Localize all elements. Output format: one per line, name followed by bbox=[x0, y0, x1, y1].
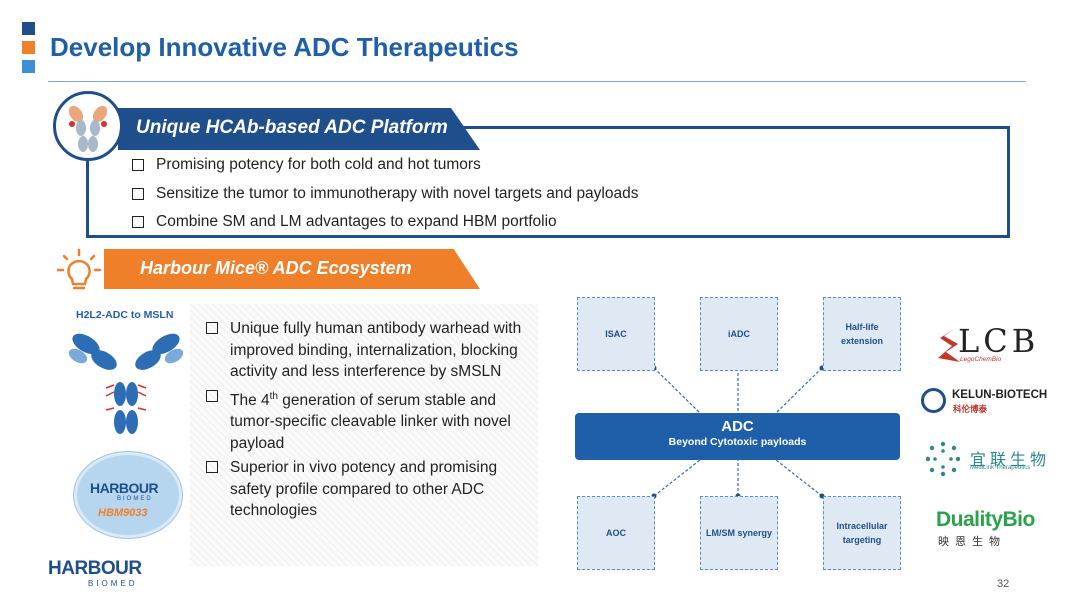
kelun-logo-mark bbox=[921, 388, 946, 413]
checkbox-icon bbox=[206, 322, 218, 334]
header-square-blue bbox=[22, 60, 35, 73]
checkbox-icon bbox=[132, 216, 144, 228]
ecosystem-heading: Harbour Mice® ADC Ecosystem bbox=[140, 258, 412, 278]
diagram-box-isac: ISAC bbox=[577, 297, 655, 371]
platform-heading: Unique HCAb-based ADC Platform bbox=[136, 117, 448, 138]
checkbox-icon bbox=[206, 389, 218, 402]
diagram-box-iadc: iADC bbox=[700, 297, 778, 371]
medilink-logo-mark bbox=[925, 441, 961, 477]
harbour-biomed-logo: HARBOUR bbox=[48, 558, 142, 579]
medilink-logo-cn: 宜联生物 bbox=[970, 452, 1051, 469]
list-item: The 4th generation of serum stable and t… bbox=[206, 386, 536, 455]
diagram-box-aoc: AOC bbox=[577, 496, 655, 570]
hcab-antibody-icon bbox=[53, 91, 123, 161]
diagram-box-intracellular: Intracellular targeting bbox=[823, 496, 901, 570]
list-item: Sensitize the tumor to immunotherapy wit… bbox=[132, 183, 638, 212]
header-square-navy bbox=[22, 22, 35, 35]
list-item: Combine SM and LM advantages to expand H… bbox=[132, 211, 638, 240]
legochem-logo-mark bbox=[938, 328, 960, 362]
platform-banner bbox=[118, 108, 480, 150]
lightbulb-icon bbox=[56, 248, 102, 294]
badge-logo-subtext: BIOMED bbox=[117, 496, 153, 502]
page-number: 32 bbox=[997, 578, 1010, 590]
badge-logo-text: HARBOUR bbox=[90, 480, 159, 496]
list-item: Promising potency for both cold and hot … bbox=[132, 154, 638, 183]
medilink-logo-en: MediLink Therapeutics bbox=[970, 465, 1031, 471]
list-item: Superior in vivo potency and promising s… bbox=[206, 457, 536, 522]
platform-list: Promising potency for both cold and hot … bbox=[132, 154, 638, 240]
antibody-label: H2L2-ADC to MSLN bbox=[76, 309, 174, 321]
list-item: Unique fully human antibody warhead with… bbox=[206, 318, 536, 383]
badge-code: HBM9033 bbox=[98, 507, 148, 519]
adc-center-subtitle: Beyond Cytotoxic payloads bbox=[668, 436, 807, 448]
legochem-logo: LCB bbox=[958, 322, 1040, 360]
title-divider bbox=[48, 81, 1026, 82]
page-title: Develop Innovative ADC Therapeutics bbox=[50, 32, 519, 62]
diagram-box-lm-sm: LM/SM synergy bbox=[700, 496, 778, 570]
diagram-box-half-life: Half-life extension bbox=[823, 297, 901, 371]
h2l2-antibody-icon bbox=[66, 330, 186, 442]
hbm9033-badge bbox=[74, 452, 182, 538]
kelun-logo: KELUN-BIOTECH bbox=[952, 389, 1048, 401]
kelun-logo-cn: 科伦博泰 bbox=[953, 404, 988, 414]
dualitybio-logo-cn: 映恩生物 bbox=[938, 536, 1006, 548]
legochem-logo-sub: LegoChemBio bbox=[960, 356, 1002, 363]
checkbox-icon bbox=[132, 159, 144, 171]
header-square-orange bbox=[22, 41, 35, 54]
adc-center-box: ADC Beyond Cytotoxic payloads bbox=[575, 413, 900, 460]
checkbox-icon bbox=[206, 461, 218, 474]
ecosystem-panel bbox=[190, 304, 538, 566]
dualitybio-logo: DualityBio bbox=[936, 508, 1035, 531]
checkbox-icon bbox=[132, 187, 144, 200]
harbour-biomed-logo-sub: BIOMED bbox=[88, 579, 138, 588]
ecosystem-list: Unique fully human antibody warhead with… bbox=[206, 318, 536, 525]
ecosystem-banner bbox=[104, 249, 480, 289]
adc-center-title: ADC bbox=[721, 418, 754, 435]
